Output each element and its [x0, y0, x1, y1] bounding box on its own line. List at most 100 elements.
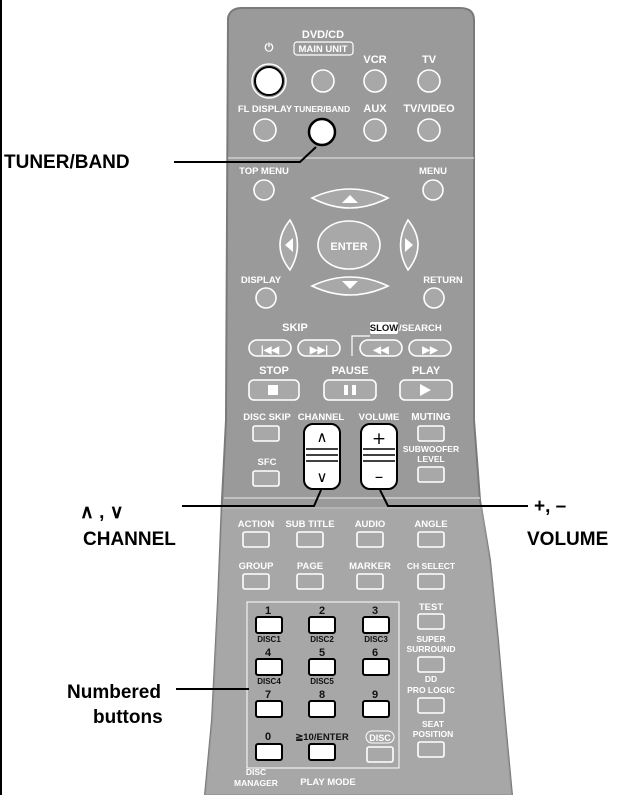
num-6-button[interactable]	[362, 658, 390, 676]
sfc-button[interactable]	[252, 470, 280, 487]
level-label: LEVEL	[417, 454, 444, 464]
muting-button[interactable]	[417, 425, 445, 442]
num-10-enter-button[interactable]	[308, 743, 336, 761]
surround-label: SURROUND	[406, 644, 455, 654]
test-label: TEST	[419, 602, 443, 613]
action-button[interactable]	[242, 531, 270, 548]
sub-title-label: SUB TITLE	[285, 519, 334, 530]
sfc-label: SFC	[258, 457, 277, 468]
right-arrow-icon	[405, 238, 413, 252]
num-1-button[interactable]	[255, 616, 283, 634]
skip-forward-button[interactable]	[297, 339, 341, 357]
slow-bracket	[351, 335, 370, 356]
fast-forward-button[interactable]	[408, 339, 452, 357]
rewind-button[interactable]	[359, 339, 403, 357]
disc-skip-label: DISC SKIP	[243, 412, 291, 423]
num-0-label: 0	[265, 731, 271, 743]
num-4-button[interactable]	[255, 658, 283, 676]
callout-line-tuner-band	[174, 146, 317, 163]
disc1-label: DISC1	[257, 635, 281, 644]
num-7-label: 7	[265, 689, 271, 701]
stop-icon	[268, 385, 278, 395]
skip-forward-icon: ▶▶|	[309, 345, 328, 356]
num-7-button[interactable]	[255, 700, 283, 718]
fl-display-button[interactable]	[253, 118, 277, 142]
vcr-button[interactable]	[363, 69, 387, 93]
disc-oval	[365, 730, 395, 744]
callout-line-volume	[379, 489, 528, 507]
pro-logic-button[interactable]	[417, 697, 445, 714]
tv-video-label: TV/VIDEO	[403, 103, 455, 115]
volume-up-icon[interactable]: +	[372, 429, 386, 449]
num-0-button[interactable]	[255, 743, 283, 761]
page-button[interactable]	[296, 573, 324, 590]
num-5-button[interactable]	[308, 658, 336, 676]
search-label: /SEARCH	[399, 323, 442, 334]
super-surround-button[interactable]	[417, 656, 445, 673]
disc-skip-button[interactable]	[252, 425, 280, 442]
seat-position-button[interactable]	[417, 741, 445, 758]
num-8-button[interactable]	[308, 700, 336, 718]
aux-button[interactable]	[363, 118, 387, 142]
up-arrow-icon	[342, 195, 358, 203]
main-unit-box	[293, 41, 354, 56]
page-label: PAGE	[297, 561, 323, 572]
numpad-frame	[246, 601, 400, 769]
num-2-button[interactable]	[308, 616, 336, 634]
volume-rocker[interactable]	[360, 423, 398, 490]
play-icon	[420, 384, 431, 396]
channel-up-icon[interactable]: ∧	[317, 428, 328, 446]
power-label: ⏻	[265, 41, 274, 54]
lower-panel	[205, 508, 512, 795]
top-menu-label: TOP MENU	[239, 166, 289, 177]
pro-logic-label: PRO LOGIC	[407, 685, 455, 695]
tuner-band-button[interactable]	[307, 117, 337, 147]
disc4-label: DISC4	[257, 677, 281, 686]
tv-label: TV	[422, 54, 437, 66]
ch-select-button[interactable]	[417, 573, 445, 590]
muting-label: MUTING	[411, 412, 451, 423]
disc-button[interactable]	[366, 746, 394, 763]
volume-down-icon[interactable]: –	[375, 467, 384, 487]
num-6-label: 6	[372, 647, 378, 659]
skip-back-button[interactable]	[248, 339, 292, 357]
group-button[interactable]	[242, 573, 270, 590]
tv-button[interactable]	[417, 69, 441, 93]
enter-button[interactable]	[317, 220, 381, 270]
num-9-button[interactable]	[362, 700, 390, 718]
pause-icon	[344, 385, 348, 395]
angle-button[interactable]	[417, 531, 445, 548]
channel-down-icon[interactable]: ∨	[317, 468, 328, 486]
display-button[interactable]	[255, 287, 277, 309]
test-button[interactable]	[417, 613, 445, 630]
menu-button[interactable]	[422, 179, 444, 201]
return-button[interactable]	[423, 287, 445, 309]
dvd-cd-button[interactable]	[311, 69, 335, 93]
tuner-band-label: TUNER/BAND	[294, 104, 350, 114]
ch-select-label: CH SELECT	[407, 561, 456, 571]
volume-label: VOLUME	[359, 412, 400, 423]
num-2-label: 2	[319, 605, 325, 617]
marker-button[interactable]	[356, 573, 384, 590]
tv-video-button[interactable]	[417, 118, 441, 142]
left-arrow-icon	[285, 238, 293, 252]
menu-label: MENU	[419, 166, 447, 177]
fl-display-label: FL DISPLAY	[238, 104, 293, 115]
num-3-label: 3	[372, 605, 378, 617]
slow-box	[370, 322, 398, 334]
position-label: POSITION	[413, 729, 454, 739]
audio-button[interactable]	[356, 531, 384, 548]
pause-button[interactable]	[323, 379, 377, 401]
rewind-icon: ◀◀	[372, 345, 389, 356]
channel-rocker[interactable]	[303, 423, 341, 490]
sub-title-button[interactable]	[296, 531, 324, 548]
num-3-button[interactable]	[362, 616, 390, 634]
channel-label: CHANNEL	[298, 412, 345, 423]
dolby-label: DD	[425, 674, 437, 684]
callout-buttons: buttons	[93, 707, 163, 728]
subwoofer-level-button[interactable]	[417, 466, 445, 483]
play-label: PLAY	[412, 365, 441, 377]
top-menu-button[interactable]	[253, 179, 275, 201]
callout-channel: CHANNEL	[83, 529, 176, 550]
power-button[interactable]	[254, 66, 284, 96]
